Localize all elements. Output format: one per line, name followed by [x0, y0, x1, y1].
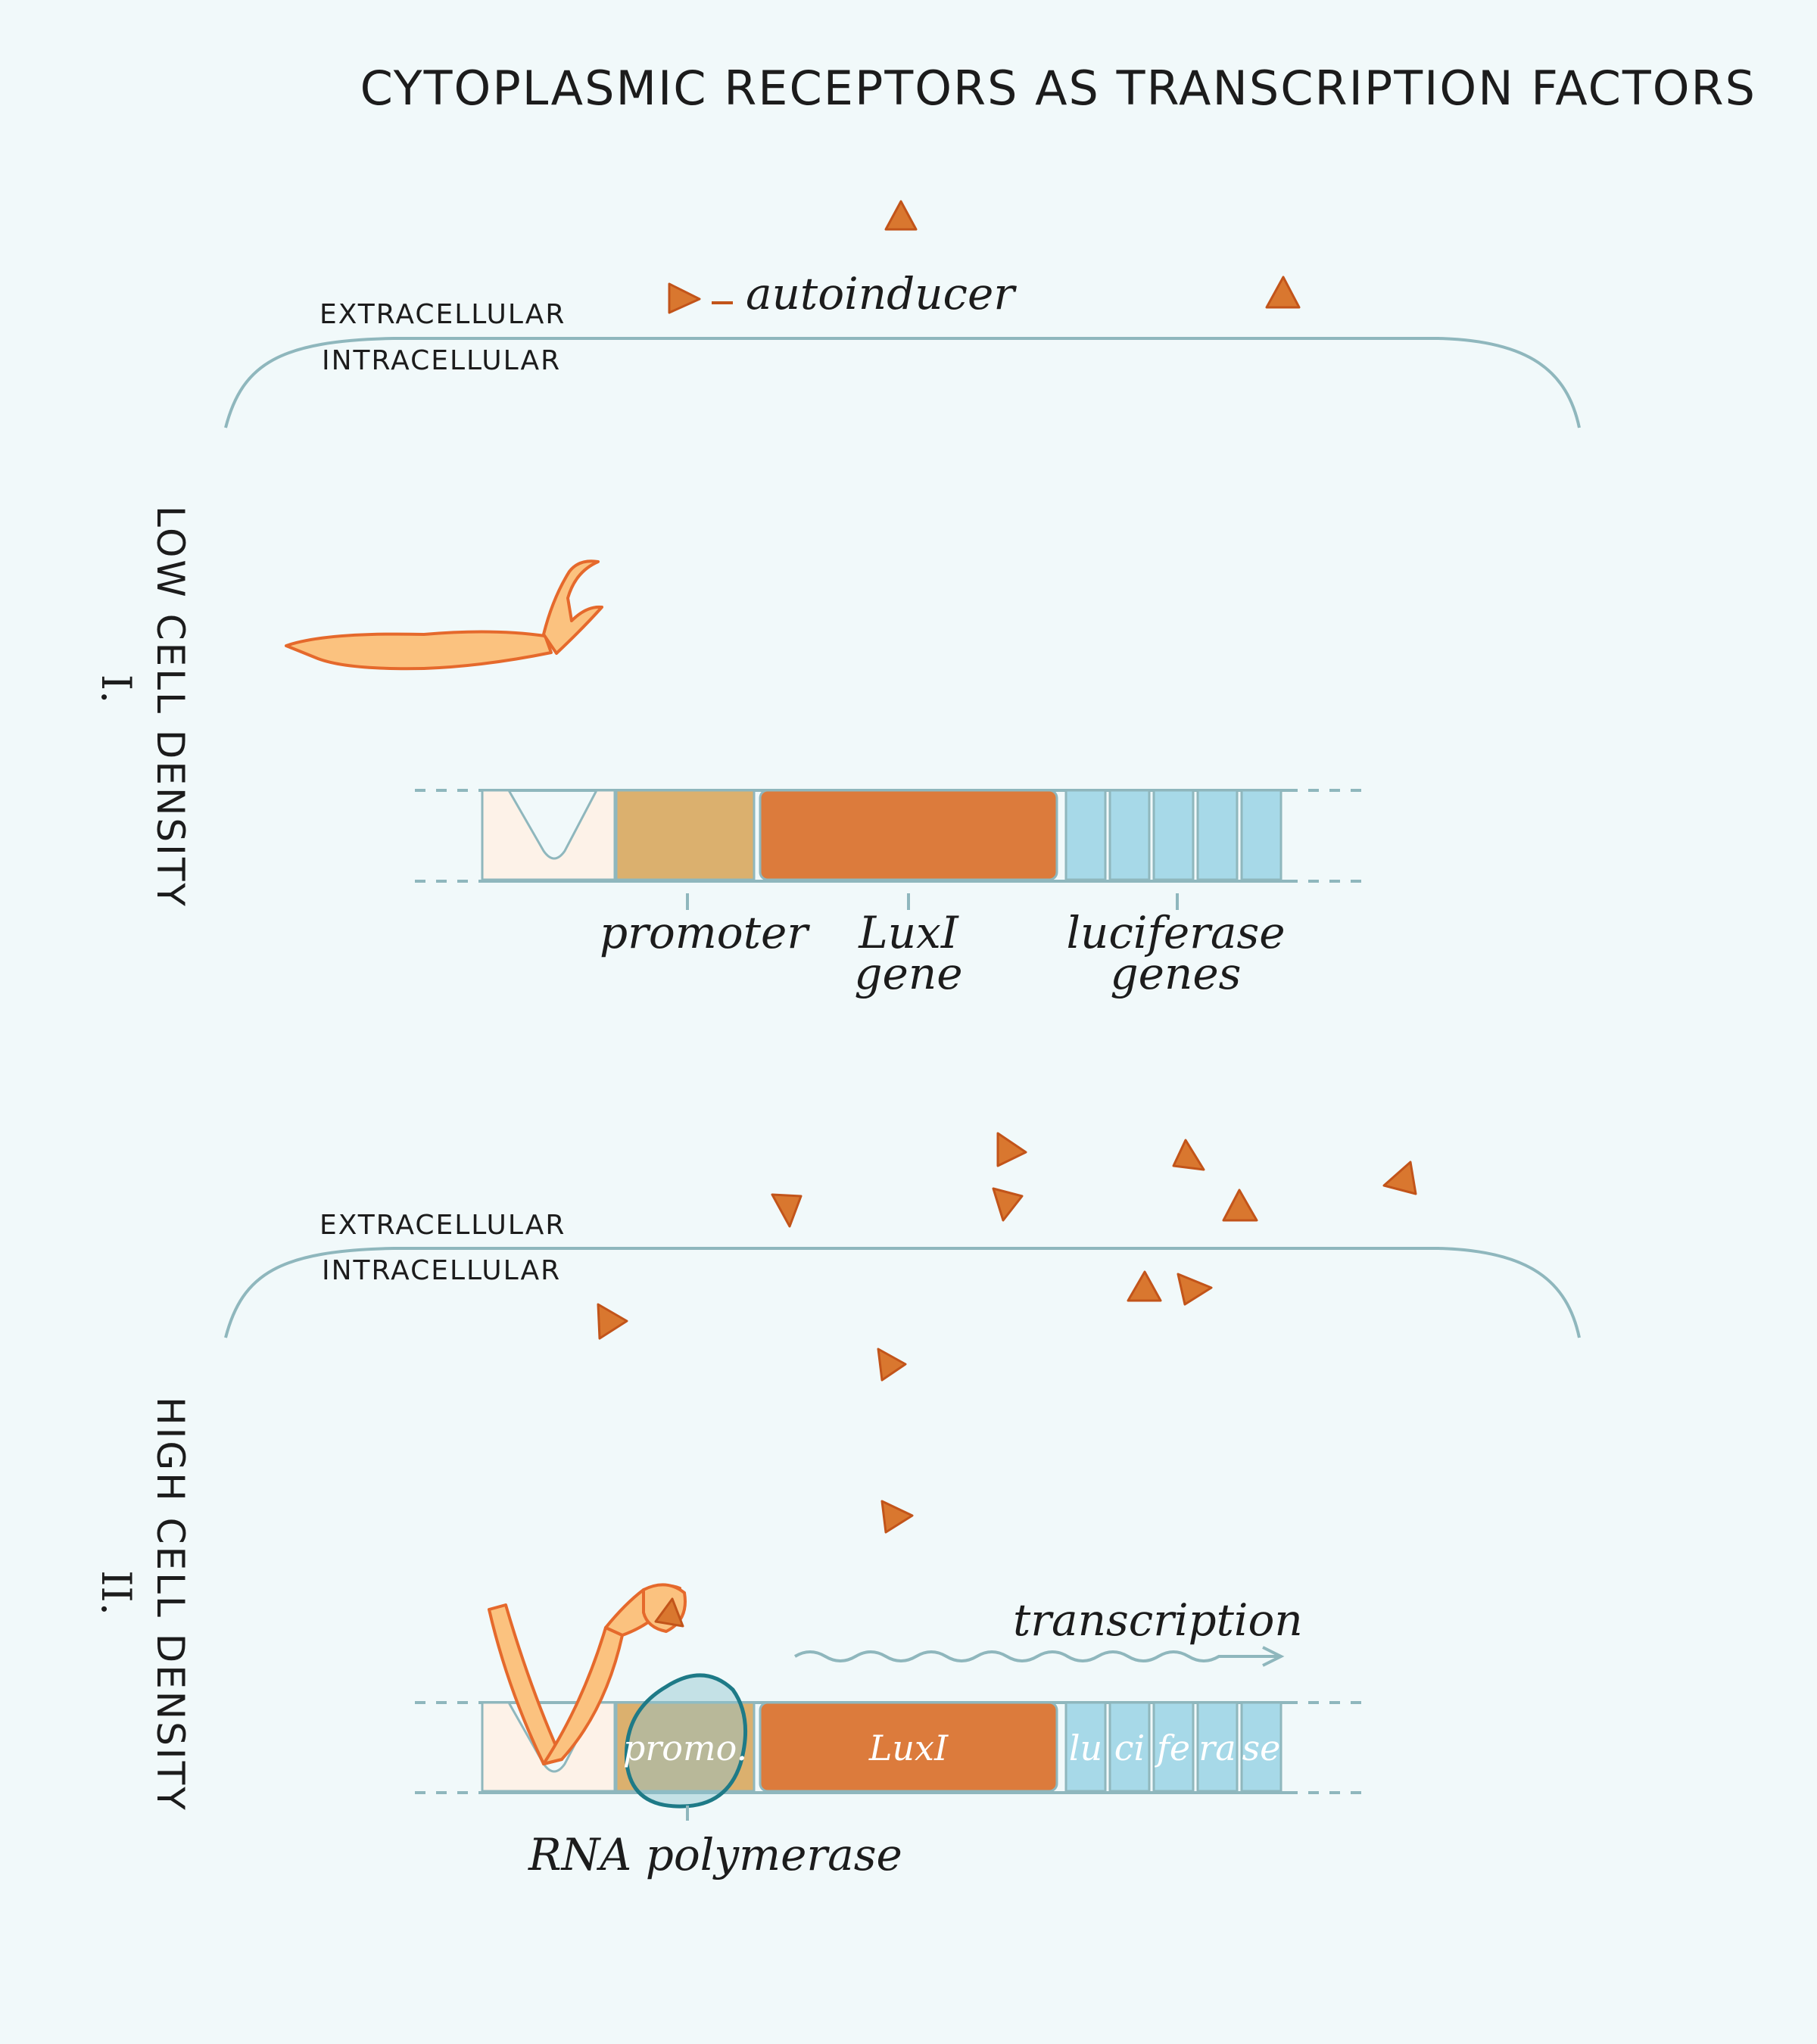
promoter-region	[615, 1701, 756, 1793]
autoinducer-molecule	[654, 1597, 684, 1628]
panel-numeral: I.	[92, 675, 140, 704]
rna-polymerase	[624, 1673, 748, 1809]
luxi-gene-label-line-2: gene	[854, 948, 962, 999]
autoinducer-label: autoinducer	[746, 268, 1017, 319]
autoinducer-molecule	[992, 1187, 1024, 1222]
luciferase-gene-segment	[1240, 1701, 1282, 1793]
luxr-receptor-arm	[285, 559, 603, 671]
autoinducer-molecule	[996, 1132, 1027, 1167]
luciferase-gene-segment	[1196, 789, 1239, 881]
autoinducer-molecule	[771, 1193, 803, 1228]
panel-numeral: II.	[92, 1570, 140, 1616]
transcription-arrowhead	[1262, 1646, 1285, 1667]
autoinducer-molecule	[1177, 1273, 1213, 1306]
extracellular-label: EXTRACELLULAR	[319, 1210, 566, 1241]
low-cell-density-label: LOW CELL DENSITY	[148, 506, 192, 908]
luxi-gene	[759, 1701, 1058, 1793]
luciferase-gene-segment	[1240, 789, 1282, 881]
extracellular-label: EXTRACELLULAR	[319, 299, 566, 330]
autoinducer-molecule	[880, 1500, 914, 1534]
autoinducer-molecule	[1382, 1161, 1417, 1195]
luciferase-gene-segment	[1196, 1701, 1239, 1793]
autoinducer-molecule	[1222, 1189, 1258, 1222]
promoter-box-label: promo.	[623, 1728, 747, 1768]
high-cell-density-label: HIGH CELL DENSITY	[148, 1397, 192, 1812]
luxr-receptor-arm	[488, 1583, 687, 1765]
transcription-arrow	[793, 1650, 1279, 1662]
panel-high-density: EXTRACELLULAR INTRACELLULAR HIGH CELL DE…	[92, 1132, 1581, 1880]
autoinducer-molecule	[884, 200, 918, 231]
autoinducer-molecule	[1172, 1139, 1205, 1171]
diagram-title: CYTOPLASMIC RECEPTORS AS TRANSCRIPTION F…	[360, 61, 1756, 116]
autoinducer-molecule	[1265, 276, 1301, 309]
luciferase-genes-label-line-2: genes	[1111, 948, 1242, 999]
luciferase-gene-segment	[1108, 1701, 1151, 1793]
luciferase-gene-segment	[1152, 789, 1195, 881]
luciferase-genes	[1064, 789, 1282, 881]
autoinducer-molecule	[597, 1303, 628, 1340]
receptor-binding-site	[481, 789, 616, 881]
dna-strand	[415, 1701, 1370, 1794]
luxi-gene-label-line-1: LuxI	[858, 907, 959, 958]
autoinducer-molecules	[668, 200, 1301, 314]
promoter-region	[615, 789, 756, 881]
luciferase-gene-segment	[1064, 1701, 1107, 1793]
rna-polymerase-label: RNA polymerase	[528, 1829, 902, 1880]
luciferase-syllable: fe	[1155, 1728, 1190, 1768]
panel-low-density: EXTRACELLULAR INTRACELLULAR autoinducer …	[92, 200, 1581, 999]
luciferase-syllable: ra	[1198, 1728, 1236, 1768]
intracellular-label: INTRACELLULAR	[322, 1255, 561, 1286]
autoinducer-molecule	[877, 1348, 907, 1382]
dna-strand	[415, 789, 1370, 883]
luxi-box-label: LuxI	[868, 1728, 949, 1768]
luciferase-syllable: ci	[1114, 1728, 1145, 1768]
transcription-label: transcription	[1013, 1594, 1303, 1646]
luciferase-genes-label-line-1: luciferase	[1066, 907, 1285, 958]
intracellular-label: INTRACELLULAR	[322, 345, 561, 376]
promoter-label: promoter	[600, 907, 810, 958]
autoinducer-molecules	[597, 1132, 1417, 1534]
luciferase-gene-segment	[1152, 1701, 1195, 1793]
luciferase-syllable: se	[1242, 1728, 1281, 1768]
autoinducer-molecule	[1127, 1270, 1162, 1302]
luciferase-gene-segment	[1064, 789, 1107, 881]
luxi-gene	[759, 789, 1058, 881]
luciferase-gene-segment	[1108, 789, 1151, 881]
luciferase-genes	[1064, 1701, 1282, 1793]
luciferase-syllable: lu	[1069, 1728, 1102, 1768]
cell-membrane	[224, 1247, 1581, 1338]
cell-membrane	[224, 337, 1581, 428]
autoinducer-molecule	[668, 282, 701, 314]
